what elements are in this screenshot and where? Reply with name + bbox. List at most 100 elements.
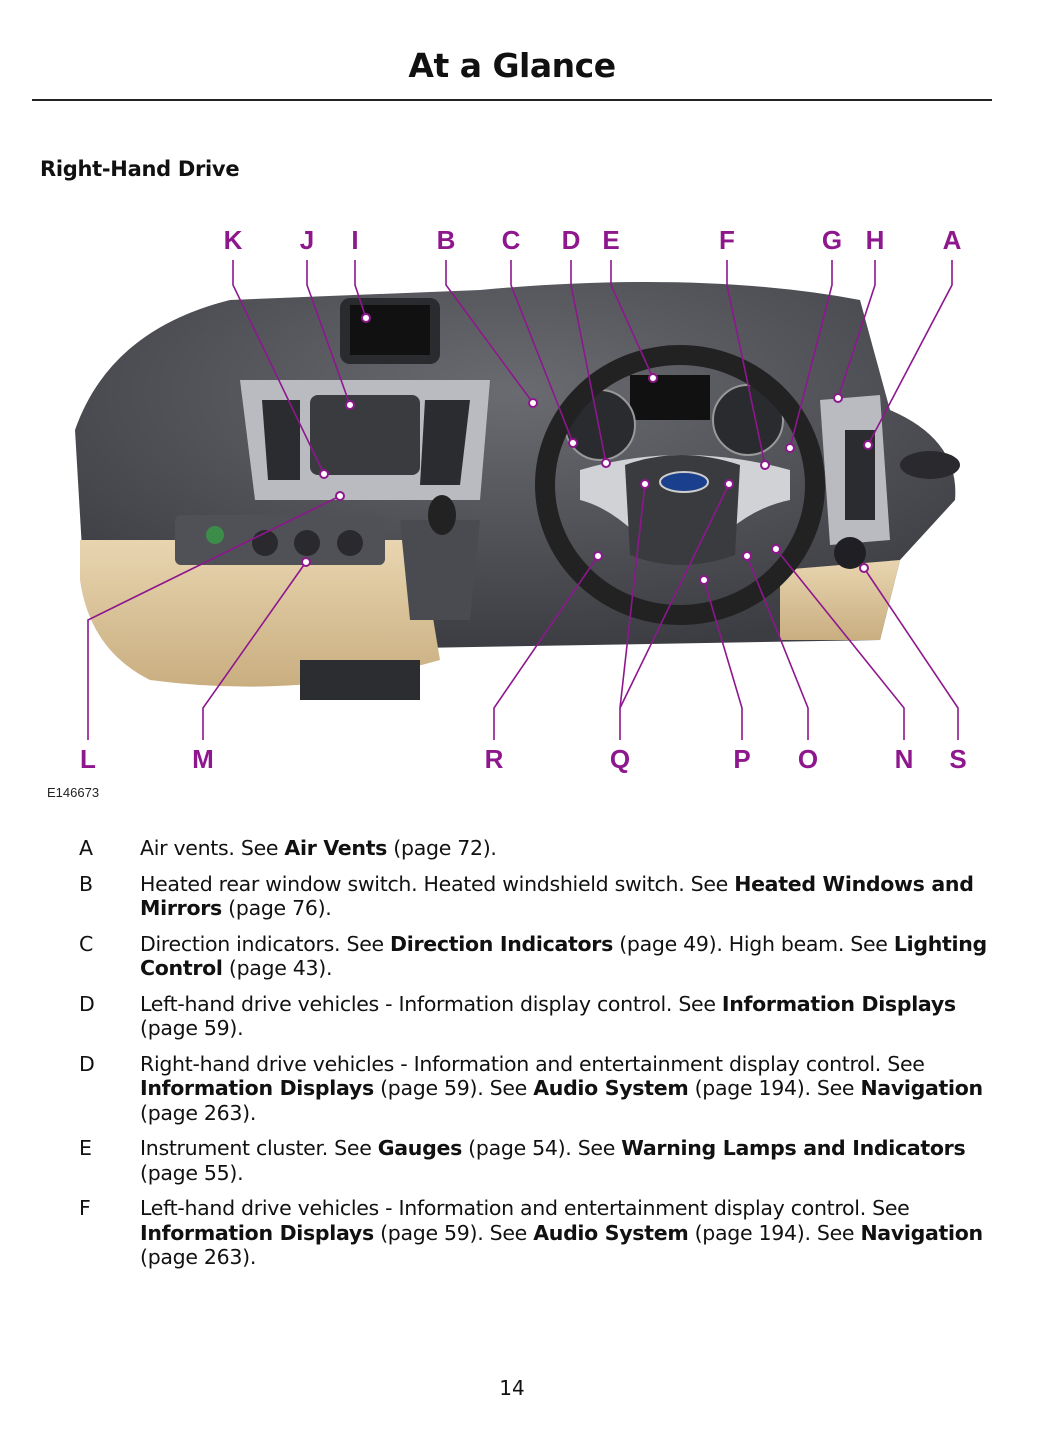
- legend-description: Right-hand drive vehicles - Information …: [140, 1052, 990, 1126]
- cross-reference-link[interactable]: Heated Windows and Mirrors: [140, 871, 974, 921]
- leader-line: [232, 260, 325, 475]
- leader-line: [610, 260, 654, 379]
- description-text: (page 49). High beam. See: [613, 931, 894, 956]
- description-text: Left-hand drive vehicles - Information a…: [140, 1196, 910, 1220]
- leader-line: [863, 567, 959, 740]
- callout-point: [833, 393, 843, 403]
- leader-line: [703, 579, 743, 740]
- legend-key: D: [79, 991, 95, 1016]
- legend-item: E Instrument cluster. See Gauges (page 54…: [0, 1136, 1056, 1185]
- callout-point: [742, 551, 752, 561]
- description-text: (page 54). See: [461, 1136, 622, 1160]
- callout-label: A: [943, 225, 962, 255]
- legend-key: A: [79, 836, 93, 860]
- description-text: (page 72).: [387, 836, 497, 860]
- description-text: (page 59).: [140, 1016, 244, 1040]
- callout-point: [335, 491, 345, 501]
- callout-label: B: [437, 225, 456, 255]
- section-title: Right-Hand Drive: [40, 157, 240, 181]
- cross-reference-link[interactable]: Warning Lamps and Indicators: [621, 1136, 966, 1160]
- page-title: At a Glance: [408, 46, 616, 85]
- cross-reference-link[interactable]: Navigation: [860, 1076, 983, 1100]
- callout-label: H: [866, 225, 885, 255]
- leader-line: [775, 548, 905, 740]
- callout-point: [568, 438, 578, 448]
- leader-line: [445, 260, 534, 404]
- cross-reference-link[interactable]: Information Displays: [721, 991, 956, 1016]
- cross-reference-link[interactable]: Audio System: [533, 1076, 689, 1100]
- callout-label: G: [822, 225, 842, 255]
- cross-reference-link[interactable]: Lighting Control: [140, 931, 987, 981]
- callout-label: K: [224, 225, 243, 255]
- legend-key: D: [79, 1051, 95, 1076]
- callout-legend-list: A Air vents. See Air Vents (page 72). B Hea…: [0, 836, 1056, 1281]
- callout-label: E: [602, 225, 619, 255]
- callout-point: [361, 313, 371, 323]
- leader-line: [87, 495, 341, 740]
- callout-point: [601, 458, 611, 468]
- description-text: (page 76).: [221, 896, 332, 920]
- description-text: (page 59). See: [373, 1220, 534, 1245]
- callout-point: [640, 479, 650, 489]
- callout-point: [859, 563, 869, 573]
- page-number: 14: [499, 1376, 525, 1400]
- description-text: Left-hand drive vehicles - Information d…: [140, 991, 722, 1016]
- callout-point: [648, 373, 658, 383]
- callout-label: L: [80, 744, 96, 774]
- description-text: Instrument cluster. See: [140, 1136, 378, 1160]
- legend-description: Direction indicators. See Direction Indi…: [140, 932, 990, 981]
- description-text: (page 263).: [140, 1245, 257, 1269]
- callout-label: J: [300, 225, 314, 255]
- leader-line: [493, 555, 599, 740]
- callout-label: R: [485, 744, 504, 774]
- cross-reference-link[interactable]: Air Vents: [284, 836, 388, 860]
- leader-line: [867, 260, 953, 446]
- description-text: Right-hand drive vehicles - Information …: [140, 1051, 925, 1076]
- legend-description: Left-hand drive vehicles - Information a…: [140, 1196, 990, 1270]
- callout-label: Q: [610, 744, 630, 774]
- figure-id: E146673: [47, 785, 100, 800]
- description-text: Direction indicators. See: [140, 931, 391, 956]
- callout-label: I: [351, 225, 358, 255]
- callout-point: [785, 443, 795, 453]
- cross-reference-link[interactable]: Information Displays: [140, 1076, 374, 1100]
- callout-point: [771, 544, 781, 554]
- leader-line: [726, 260, 766, 466]
- cross-reference-link[interactable]: Navigation: [860, 1220, 983, 1245]
- cross-reference-link[interactable]: Information Displays: [140, 1220, 374, 1245]
- description-text: Heated rear window switch. Heated windsh…: [140, 871, 735, 896]
- legend-description: Instrument cluster. See Gauges (page 54)…: [140, 1136, 990, 1185]
- callout-label: F: [719, 225, 735, 255]
- legend-key: E: [79, 1136, 92, 1160]
- leader-line: [510, 260, 574, 444]
- leader-line: [789, 260, 833, 449]
- callout-label: P: [733, 744, 750, 774]
- legend-key: B: [79, 871, 93, 896]
- dashboard-illustration: [75, 282, 960, 700]
- cross-reference-link[interactable]: Gauges: [377, 1136, 463, 1160]
- leader-line: [570, 260, 607, 464]
- callout-label: C: [502, 225, 521, 255]
- leader-line: [354, 260, 367, 319]
- callout-point: [863, 440, 873, 450]
- callout-point: [301, 557, 311, 567]
- legend-description: Heated rear window switch. Heated windsh…: [140, 872, 990, 921]
- cross-reference-link[interactable]: Audio System: [533, 1220, 689, 1245]
- callout-label: S: [949, 744, 966, 774]
- callout-point: [724, 479, 734, 489]
- callout-label: O: [798, 744, 818, 774]
- legend-item: B Heated rear window switch. Heated winds…: [0, 872, 1056, 921]
- leader-line: [746, 555, 809, 740]
- header-divider: [32, 99, 992, 101]
- leader-line: [306, 260, 351, 406]
- cross-reference-link[interactable]: Direction Indicators: [390, 931, 614, 956]
- description-text: (page 194). See: [688, 1220, 861, 1245]
- callout-point: [345, 400, 355, 410]
- callout-label: M: [192, 744, 214, 774]
- callout-point: [528, 398, 538, 408]
- description-text: Air vents. See: [140, 836, 285, 860]
